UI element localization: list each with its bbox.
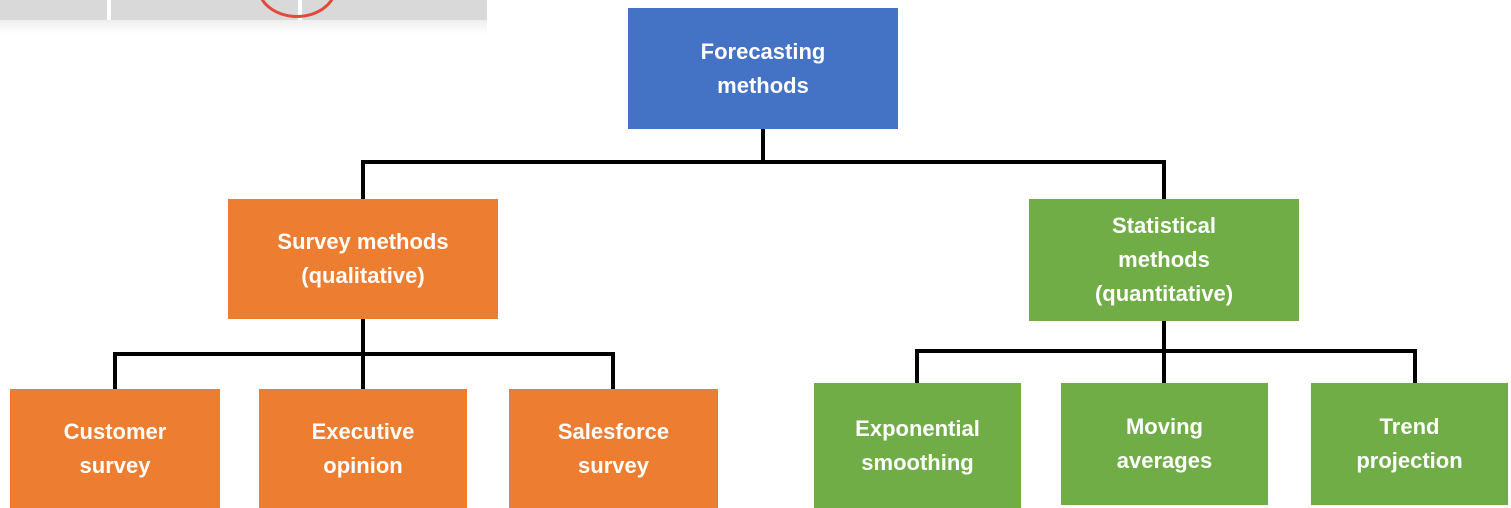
node-exponential-smoothing: Exponential smoothing — [814, 383, 1021, 508]
node-statistical-methods: Statistical methods (quantitative) — [1029, 199, 1299, 321]
node-label: projection — [1356, 448, 1463, 473]
node-label: opinion — [323, 452, 403, 478]
node-label: Forecasting — [700, 38, 826, 64]
banner-shadow — [0, 20, 487, 34]
node-trend-projection: Trend projection — [1311, 383, 1508, 505]
node-salesforce-survey: Salesforce survey — [509, 389, 718, 508]
node-survey-methods: Survey methods (qualitative) — [228, 199, 498, 319]
node-label: Exponential — [855, 415, 980, 441]
node-label: methods — [717, 72, 809, 98]
node-label: Salesforce — [557, 418, 670, 444]
node-label: methods — [1118, 247, 1210, 272]
node-executive-opinion: Executive opinion — [259, 389, 467, 508]
node-label: Executive — [311, 418, 415, 444]
node-label: survey — [578, 452, 649, 478]
node-label: (qualitative) — [301, 263, 425, 288]
node-label: smoothing — [861, 449, 974, 475]
node-label: survey — [79, 452, 151, 478]
node-moving-averages: Moving averages — [1061, 383, 1268, 505]
node-label: Trend — [1379, 414, 1440, 439]
banner-divider — [107, 0, 111, 20]
node-label: Customer — [63, 418, 167, 444]
node-label: averages — [1116, 448, 1213, 473]
cropped-banner-graphic — [0, 0, 487, 20]
node-label: Statistical — [1112, 213, 1216, 238]
node-customer-survey: Customer survey — [10, 389, 220, 508]
node-label: Survey methods — [277, 229, 449, 254]
node-forecasting-methods: Forecasting methods — [628, 8, 898, 129]
node-label: Moving — [1125, 414, 1203, 439]
node-label: (quantitative) — [1094, 281, 1234, 306]
